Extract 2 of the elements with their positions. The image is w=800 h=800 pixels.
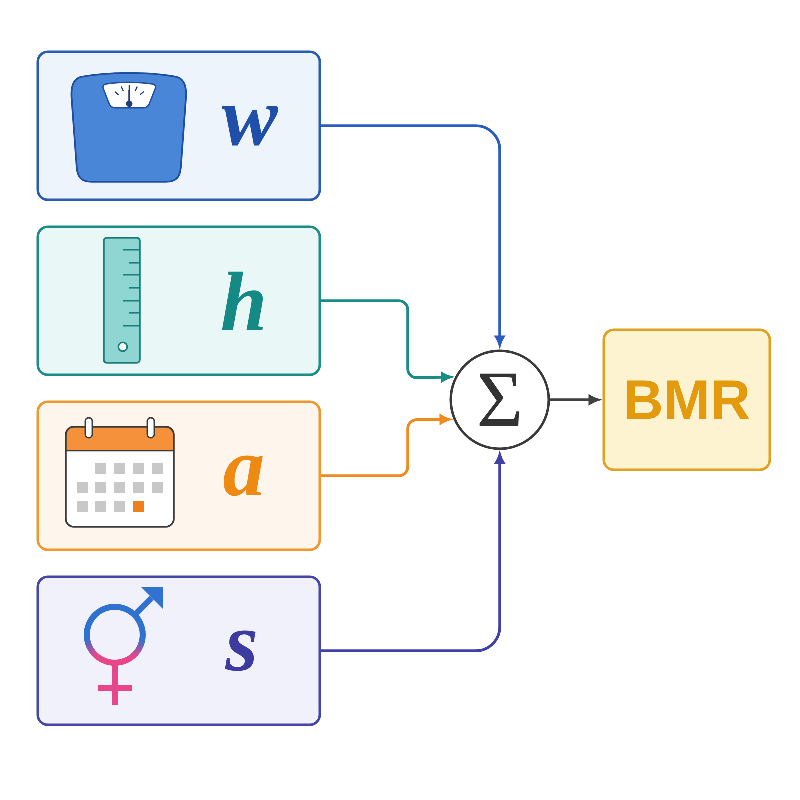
variable-box: s	[36, 576, 322, 726]
result-box: BMR	[602, 328, 772, 472]
